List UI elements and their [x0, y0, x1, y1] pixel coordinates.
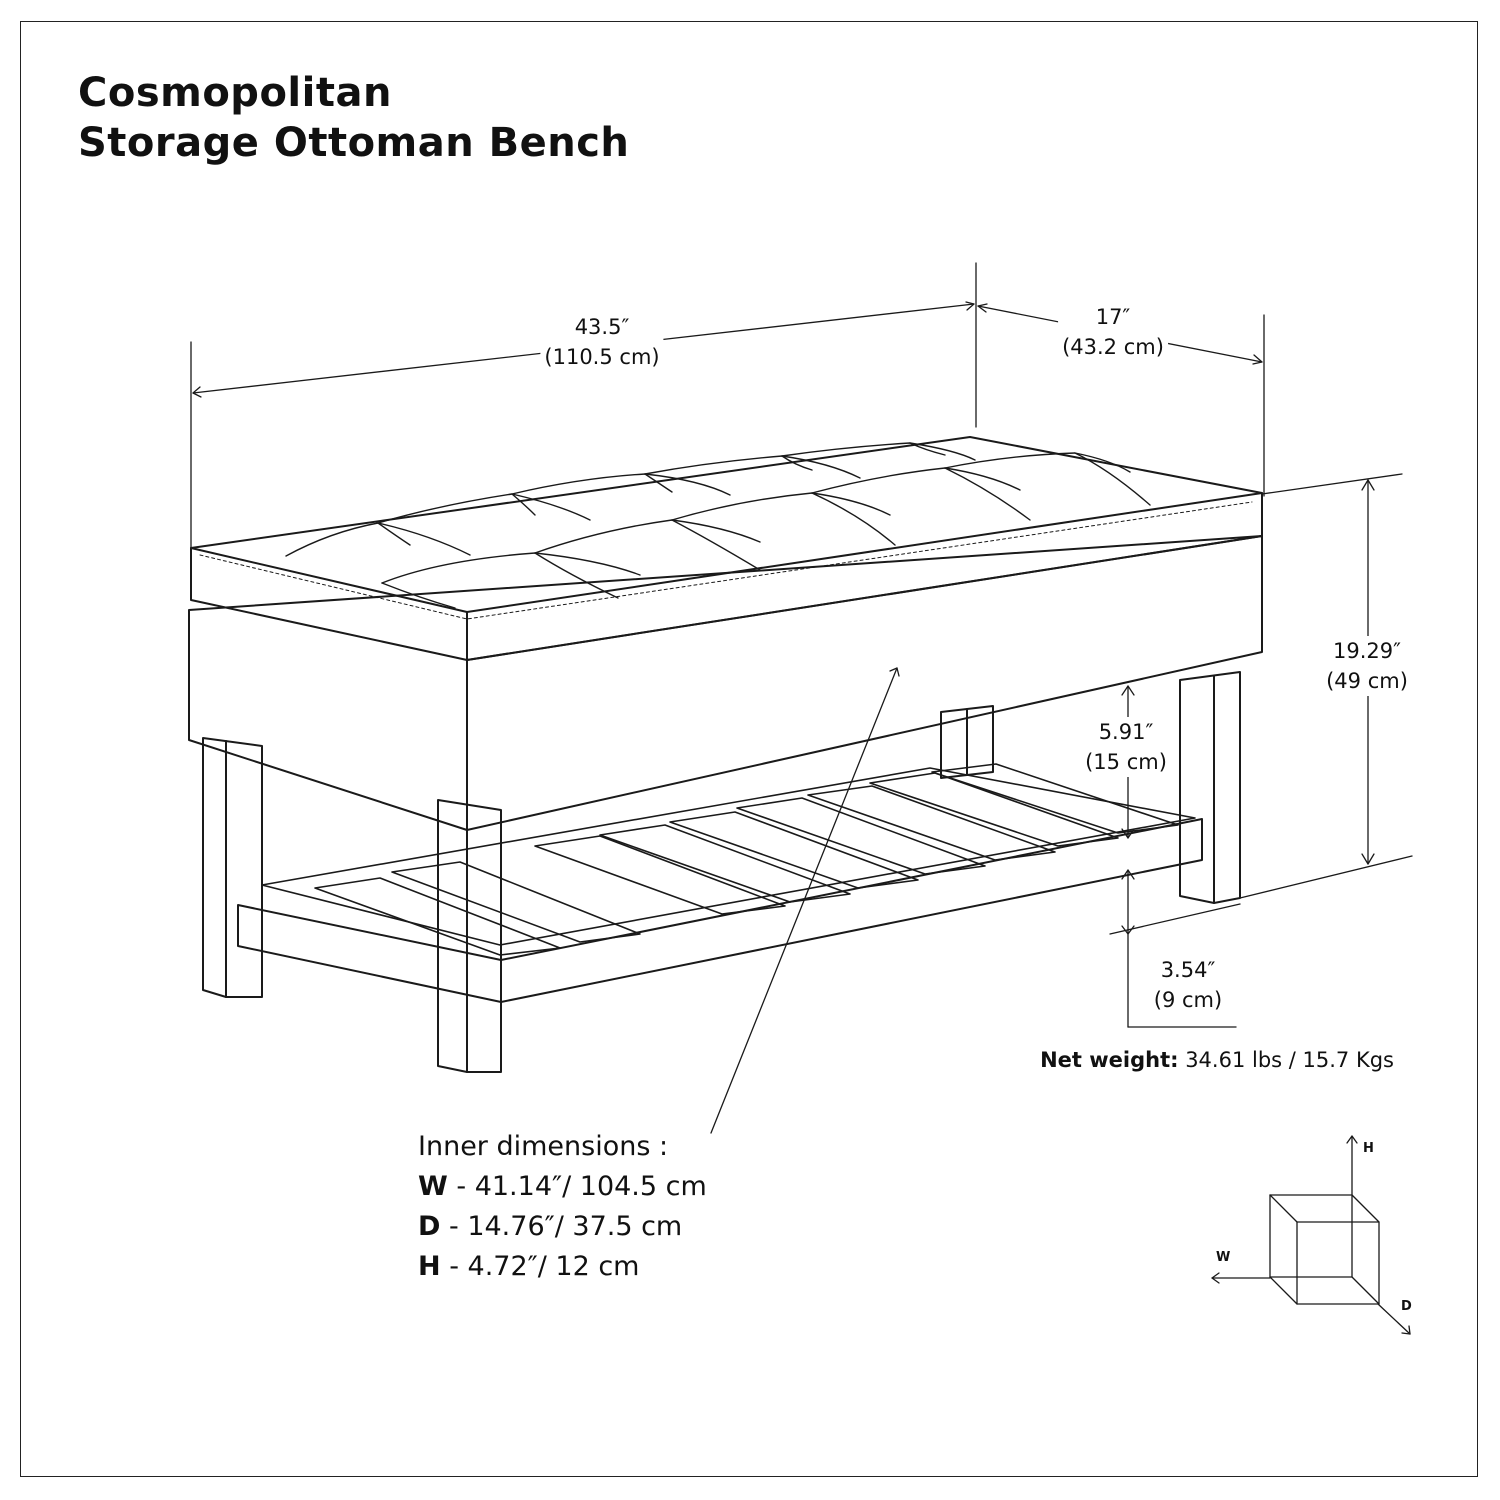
orientation-cube: [1211, 1135, 1411, 1335]
net-weight-value: 34.61 lbs / 15.7 Kgs: [1178, 1048, 1394, 1072]
inner-height-key: H: [418, 1251, 441, 1282]
depth-imperial: 17″: [1095, 305, 1131, 329]
product-title: Cosmopolitan Storage Ottoman Bench: [78, 68, 629, 168]
depth-metric: (43.2 cm): [1062, 335, 1164, 359]
shelf-gap-metric: (15 cm): [1085, 750, 1167, 774]
shelf-clearance-dimension-label: 3.54″ (9 cm): [1149, 955, 1227, 1015]
inner-dimensions-heading: Inner dimensions :: [418, 1131, 669, 1162]
inner-width-key: W: [418, 1171, 448, 1202]
cushion-lid: [190, 436, 1263, 661]
net-weight: Net weight: 34.61 lbs / 15.7 Kgs: [1040, 1048, 1394, 1072]
shelf-clearance-imperial: 3.54″: [1160, 958, 1216, 982]
axis-label-h: H: [1363, 1141, 1374, 1156]
width-metric: (110.5 cm): [544, 345, 660, 369]
title-line-1: Cosmopolitan: [78, 70, 392, 116]
height-dimension-label: 19.29″ (49 cm): [1322, 636, 1412, 696]
inner-depth-row: D - 14.76″/ 37.5 cm: [418, 1207, 707, 1247]
inner-height-row: H - 4.72″/ 12 cm: [418, 1247, 707, 1287]
axis-label-d: D: [1401, 1299, 1412, 1314]
net-weight-label: Net weight:: [1040, 1048, 1179, 1072]
shelf-gap-imperial: 5.91″: [1098, 720, 1154, 744]
depth-dimension-label: 17″ (43.2 cm): [1058, 302, 1168, 362]
inner-width-value: - 41.14″/ 104.5 cm: [447, 1171, 707, 1202]
shelf-slats: [261, 763, 1196, 956]
back-leg: [940, 671, 1241, 904]
inner-width-row: W - 41.14″/ 104.5 cm: [418, 1167, 707, 1207]
inner-depth-key: D: [418, 1211, 441, 1242]
width-dimension-label: 43.5″ (110.5 cm): [540, 312, 664, 372]
shelf-gap-dimension-label: 5.91″ (15 cm): [1081, 717, 1171, 777]
inner-depth-value: - 14.76″/ 37.5 cm: [440, 1211, 683, 1242]
shelf-clearance-metric: (9 cm): [1153, 988, 1223, 1012]
axis-label-w: W: [1216, 1250, 1231, 1265]
dimension-lines: [190, 262, 1413, 1134]
height-metric: (49 cm): [1326, 669, 1408, 693]
diagram-frame: [20, 21, 1478, 1477]
height-imperial: 19.29″: [1333, 639, 1401, 663]
dimension-arrowheads: [192, 301, 1375, 935]
title-line-2: Storage Ottoman Bench: [78, 120, 630, 166]
inner-dimensions: Inner dimensions : W - 41.14″/ 104.5 cm …: [418, 1127, 707, 1287]
front-legs: [202, 737, 502, 1073]
inner-height-value: - 4.72″/ 12 cm: [440, 1251, 640, 1282]
width-imperial: 43.5″: [574, 315, 630, 339]
